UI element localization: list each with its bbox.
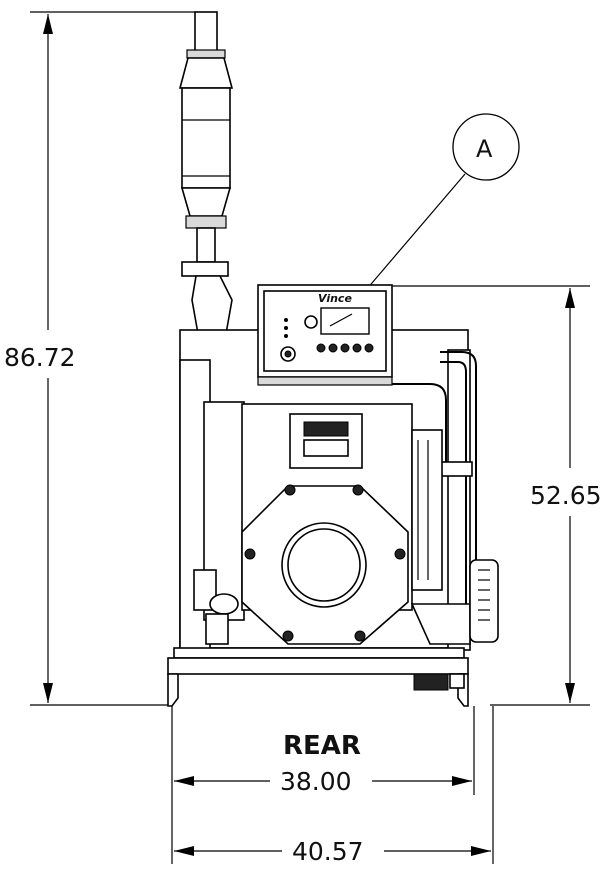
callout-bubble	[452, 113, 520, 181]
skid-rail	[167, 657, 469, 675]
skid-foot-left	[167, 673, 179, 707]
dimension-panel-height: 52.65	[390, 285, 602, 706]
generator-assembly: Vince	[167, 11, 499, 707]
callout-label: A	[476, 135, 493, 163]
brand-logo: Vince	[318, 292, 352, 305]
panel-mount	[257, 376, 393, 386]
muffler-cone-lower	[180, 187, 232, 217]
control-panel: Vince	[257, 284, 393, 386]
arrow-up	[43, 14, 53, 34]
panel-button	[316, 343, 326, 353]
arrow-panel-up	[565, 288, 575, 308]
base-skid	[167, 647, 469, 707]
arrow-inner-left	[174, 776, 194, 786]
exhaust-pipe-mid	[196, 227, 216, 263]
mounting-bolt	[284, 484, 296, 496]
alternator	[241, 403, 413, 645]
arrow-outer-right	[471, 846, 491, 856]
muffler-cone-upper	[178, 57, 234, 89]
arrow-inner-right	[452, 776, 472, 786]
arrow-down	[43, 683, 53, 703]
muffler-body	[181, 87, 231, 189]
terminal-cover	[303, 439, 349, 457]
engine-block-side	[411, 429, 443, 591]
radiator	[193, 401, 245, 645]
engine-right-side	[410, 429, 499, 645]
dimension-value-total-height: 86.72	[4, 343, 76, 372]
exhaust-clamp-upper	[186, 49, 226, 59]
dimension-total-height: 86.72	[4, 11, 196, 706]
terminal-block	[303, 421, 349, 437]
leader-line	[365, 173, 466, 291]
coolant-pipe-right	[440, 351, 477, 620]
arrow-panel-down	[565, 683, 575, 703]
dimension-value-outer-width: 40.57	[292, 837, 364, 866]
dimension-value-inner-width: 38.00	[280, 767, 352, 796]
led-indicator	[284, 318, 288, 322]
battery-tray	[410, 603, 471, 645]
alternator-bearing-inner	[287, 528, 361, 602]
arrow-outer-left	[174, 846, 194, 856]
exhaust-stack	[178, 11, 260, 393]
display-screen	[320, 307, 370, 335]
air-filter	[469, 559, 499, 643]
dimension-widths: REAR 38.00 40.57	[171, 706, 494, 866]
oil-filter	[209, 593, 239, 615]
callout-a: A	[365, 113, 520, 291]
exhaust-flange	[181, 261, 229, 277]
coolant-pipe-mid	[390, 383, 447, 470]
skid-rail-top	[173, 647, 465, 659]
exhaust-pipe-top	[194, 11, 218, 53]
vibration-mount	[413, 673, 449, 691]
overflow-bottle	[205, 613, 229, 645]
nav-button	[304, 315, 318, 329]
dimension-value-panel-height: 52.65	[530, 481, 602, 510]
exhaust-clamp-lower	[185, 215, 227, 229]
drain-valve	[449, 673, 465, 689]
view-label: REAR	[283, 731, 361, 761]
